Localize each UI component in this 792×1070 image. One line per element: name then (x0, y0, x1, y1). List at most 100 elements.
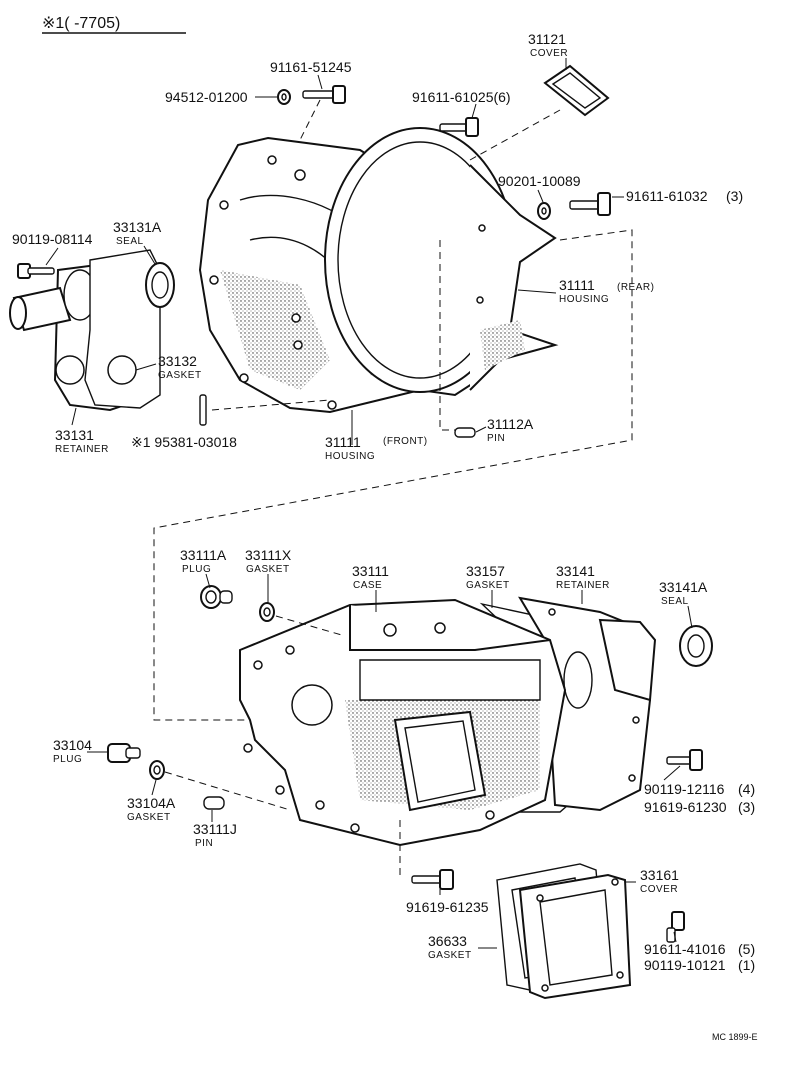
svg-text:91611-41016: 91611-41016 (644, 941, 726, 957)
seal-33131A (145, 262, 175, 308)
svg-text:33111X: 33111X (245, 547, 292, 563)
svg-text:CASE: CASE (353, 580, 382, 591)
svg-text:COVER: COVER (530, 48, 568, 59)
svg-text:91611-61032: 91611-61032 (626, 188, 708, 204)
svg-text:36633: 36633 (428, 933, 467, 949)
part-label-90201-10089: 90201-10089 (498, 173, 581, 189)
svg-text:GASKET: GASKET (127, 812, 171, 823)
bolt-91161-51245-leader (299, 99, 321, 141)
svg-text:GASKET: GASKET (158, 370, 202, 381)
svg-text:33111J: 33111J (193, 821, 237, 837)
svg-text:91619-61230: 91619-61230 (644, 799, 727, 815)
svg-text:33104: 33104 (53, 737, 92, 753)
svg-text:(3): (3) (726, 188, 743, 204)
svg-text:33157: 33157 (466, 563, 505, 579)
svg-text:(3): (3) (738, 799, 755, 815)
svg-text:31111: 31111 (325, 434, 361, 450)
bolt-91161-51245 (302, 85, 346, 104)
part-label-33111: 33111 CASE (352, 563, 389, 591)
part-label-91611-61025: 91611-61025(6) (412, 89, 511, 105)
svg-text:90119-10121: 90119-10121 (644, 957, 726, 973)
part-label-90119-08114: 90119-08114 (12, 231, 93, 247)
svg-text:SEAL: SEAL (661, 596, 689, 607)
svg-text:33161: 33161 (640, 867, 679, 883)
pin-31112A (454, 427, 476, 438)
svg-text:※1( -7705): ※1( -7705) (42, 15, 120, 32)
plug-33111A (200, 585, 233, 609)
svg-text:90119-12116: 90119-12116 (644, 781, 725, 797)
part-label-33131: 33131 RETAINER (55, 427, 109, 455)
washer-94512-01200 (277, 89, 291, 105)
svg-text:PLUG: PLUG (53, 754, 82, 765)
svg-text:33141: 33141 (556, 563, 595, 579)
svg-text:31111: 31111 (559, 277, 595, 293)
svg-text:(5): (5) (738, 941, 755, 957)
pin-leader-dashed (439, 240, 455, 431)
part-label-33141: 33141 RETAINER (556, 563, 610, 591)
part-label-94512-01200: 94512-01200 (165, 89, 248, 105)
svg-text:HOUSING: HOUSING (559, 294, 609, 305)
part-label-36633: 36633 GASKET (428, 933, 472, 961)
svg-text:(REAR): (REAR) (617, 282, 654, 293)
cover-31121 (543, 64, 610, 117)
cover-31121-leader (469, 109, 561, 161)
clutch-housing-rear (324, 127, 559, 393)
svg-text:(FRONT): (FRONT) (383, 436, 428, 447)
svg-text:33131A: 33131A (113, 219, 162, 235)
bolt-91611-41016 (666, 911, 685, 943)
part-label-31112A: 31112A PIN (487, 416, 534, 444)
gasket-33104A-leader (164, 771, 291, 811)
part-label-33132: 33132 GASKET (158, 353, 202, 381)
part-label-33157: 33157 GASKET (466, 563, 510, 591)
svg-text:HOUSING: HOUSING (325, 451, 375, 462)
bolt-95381-03018 (199, 394, 207, 426)
svg-text:SEAL: SEAL (116, 236, 144, 247)
washer-90201-10089 (537, 202, 551, 220)
bolt-91619-61235 (411, 869, 454, 890)
svg-text:33111A: 33111A (180, 547, 227, 563)
part-label-33161: 33161 COVER (640, 867, 679, 895)
bolt-95381-leader (211, 399, 331, 411)
svg-text:PIN: PIN (195, 838, 213, 849)
case-33111 (239, 598, 567, 847)
plug-33104 (107, 743, 141, 763)
svg-text:GASKET: GASKET (246, 564, 290, 575)
svg-text:PIN: PIN (487, 433, 505, 444)
assembly-link-dashed (153, 229, 633, 721)
diagram-code: MC 1899-E (712, 1032, 758, 1042)
part-label-95381-03018: ※1 95381-03018 (131, 434, 237, 450)
part-label-31111-front: 31111 (FRONT) HOUSING (325, 434, 428, 462)
svg-text:33131: 33131 (55, 427, 94, 443)
bolt-90119-08114 (17, 263, 55, 279)
svg-text:GASKET: GASKET (428, 950, 472, 961)
part-label-91619-61230: 91619-61230 (3) (644, 799, 755, 815)
svg-text:RETAINER: RETAINER (556, 580, 610, 591)
bolt-91611-61032 (569, 192, 611, 216)
svg-text:(4): (4) (738, 781, 755, 797)
part-label-31121: 31121 COVER (528, 31, 568, 59)
part-label-33104: 33104 PLUG (53, 737, 92, 765)
svg-text:33104A: 33104A (127, 795, 176, 811)
part-label-33111X: 33111X GASKET (245, 547, 292, 575)
part-label-91161-51245: 91161-51245 (270, 59, 352, 75)
svg-text:COVER: COVER (640, 884, 678, 895)
cover-33161 (518, 873, 632, 1000)
svg-text:PLUG: PLUG (182, 564, 211, 575)
part-label-33104A: 33104A GASKET (127, 795, 176, 823)
date-range-header: ※1( -7705) (42, 15, 186, 34)
svg-text:31121: 31121 (528, 31, 566, 47)
part-label-33111A: 33111A PLUG (180, 547, 227, 575)
part-label-33111J: 33111J PIN (193, 821, 237, 849)
part-label-91619-61235: 91619-61235 (406, 899, 489, 915)
part-label-33141A: 33141A SEAL (659, 579, 708, 607)
gasket-33104A (149, 760, 165, 780)
seal-33141A (679, 625, 713, 667)
svg-text:RETAINER: RETAINER (55, 444, 109, 455)
part-label-91611-41016: 91611-41016 (5) (644, 941, 755, 957)
bolt-90119-12116 (666, 749, 703, 771)
part-label-31111-rear: 31111 (REAR) HOUSING (559, 277, 654, 305)
part-label-90119-12116: 90119-12116 (4) (644, 781, 755, 797)
part-label-33131A: 33131A SEAL (113, 219, 162, 247)
svg-text:GASKET: GASKET (466, 580, 510, 591)
